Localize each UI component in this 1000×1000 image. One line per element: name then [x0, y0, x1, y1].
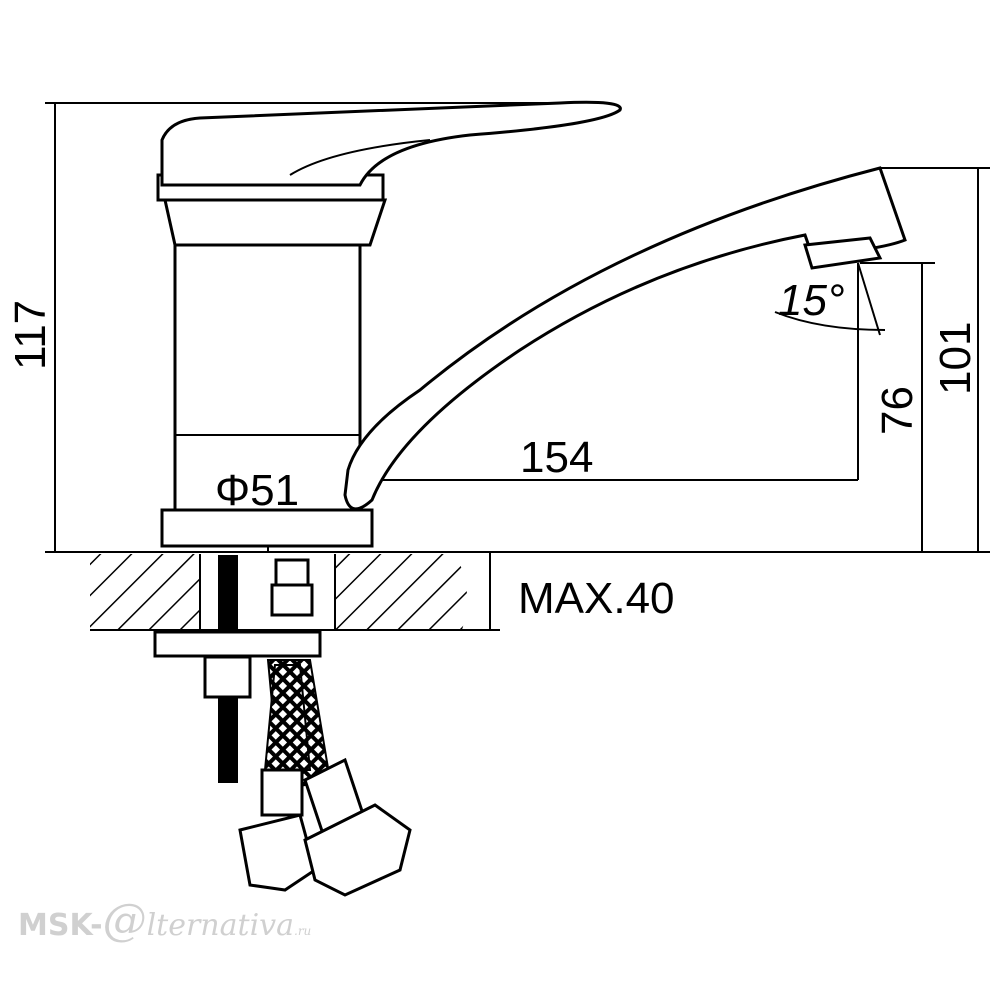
- dim-outlet-height: 76: [873, 386, 922, 435]
- watermark-prefix: MSK-: [18, 908, 103, 943]
- spout: [343, 166, 907, 511]
- watermark-tld: .ru: [294, 924, 312, 938]
- dim-spout-height: 101: [931, 322, 980, 395]
- countertop-section: [90, 554, 470, 631]
- faucet-body: [156, 100, 622, 548]
- mounting-hardware: [153, 555, 412, 897]
- watermark: MSK-@lternativa.ru: [18, 895, 311, 946]
- dim-spout-reach: 154: [520, 433, 593, 482]
- watermark-suffix: lternativa: [146, 908, 294, 943]
- dim-base-diameter: Φ51: [215, 466, 299, 515]
- dim-overall-height: 117: [6, 300, 55, 370]
- dim-outlet-angle: 15°: [778, 276, 845, 325]
- watermark-at-logo: @: [102, 895, 147, 946]
- dim-max-counter-thickness: MAX.40: [518, 574, 675, 623]
